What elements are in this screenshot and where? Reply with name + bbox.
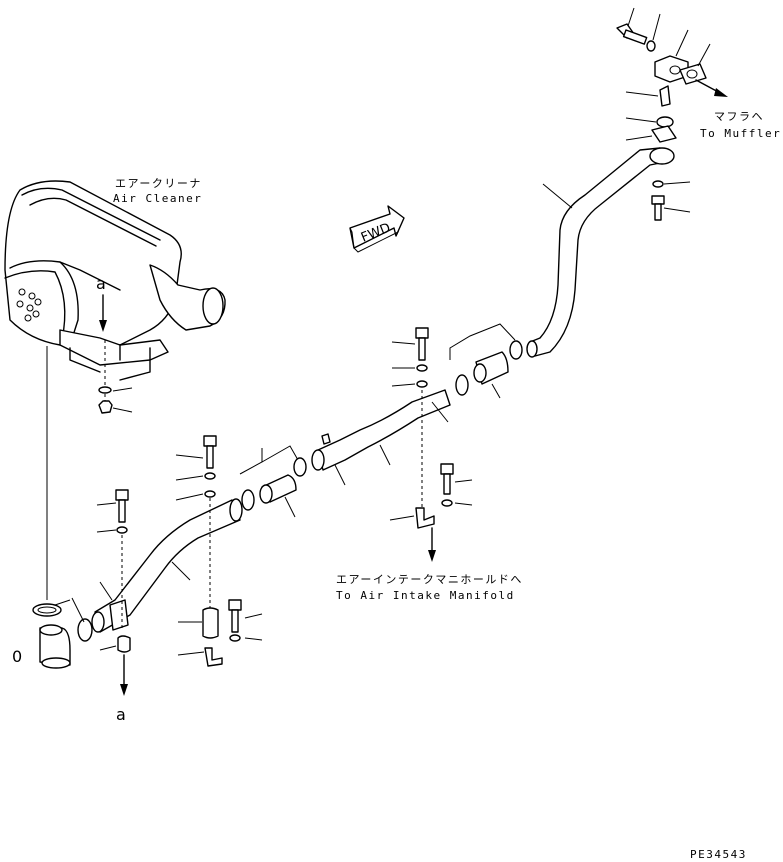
manifold-arrow bbox=[428, 527, 436, 562]
lower-pipe bbox=[91, 498, 243, 633]
bolt-upper-middle bbox=[391, 327, 429, 508]
bolt-right-lower bbox=[228, 599, 263, 642]
clip-middle bbox=[177, 647, 223, 667]
manifold-label-jp: エアーインテークマニホールドへ bbox=[336, 573, 523, 586]
air-cleaner bbox=[4, 180, 226, 381]
hose-clamp-left bbox=[71, 597, 93, 642]
middle-pipe bbox=[311, 389, 451, 486]
bracket-nut bbox=[98, 340, 133, 414]
muffler-parts bbox=[616, 7, 728, 221]
lower-left-elbow bbox=[32, 603, 71, 669]
air-cleaner-label-en: Air Cleaner bbox=[113, 192, 202, 205]
drawing-number: PE34543 bbox=[690, 848, 747, 861]
ref-zero: 0 bbox=[12, 647, 22, 666]
air-cleaner-label-jp: エアークリーナ bbox=[115, 177, 202, 190]
middle-hose bbox=[239, 445, 307, 518]
ref-a-top-arrow bbox=[99, 294, 107, 332]
bolt-left bbox=[96, 489, 129, 630]
spacer-left bbox=[99, 635, 131, 653]
clip-upper-middle bbox=[389, 507, 435, 529]
bolt-manifold bbox=[440, 463, 473, 507]
muffler-label-en: To Muffler bbox=[700, 127, 781, 140]
manifold-label-en: To Air Intake Manifold bbox=[336, 589, 515, 602]
ref-a-top: a bbox=[96, 274, 106, 293]
muffler-label-jp: マフラヘ bbox=[714, 110, 764, 123]
fwd-arrow-icon: FWD bbox=[349, 205, 405, 253]
upper-hose bbox=[449, 323, 523, 399]
ref-a-bottom-arrow bbox=[120, 654, 128, 696]
muffler-pipe bbox=[526, 147, 675, 358]
ref-a-bottom: a bbox=[116, 705, 126, 724]
bolt-middle bbox=[175, 435, 217, 612]
spacer-middle bbox=[178, 607, 219, 639]
